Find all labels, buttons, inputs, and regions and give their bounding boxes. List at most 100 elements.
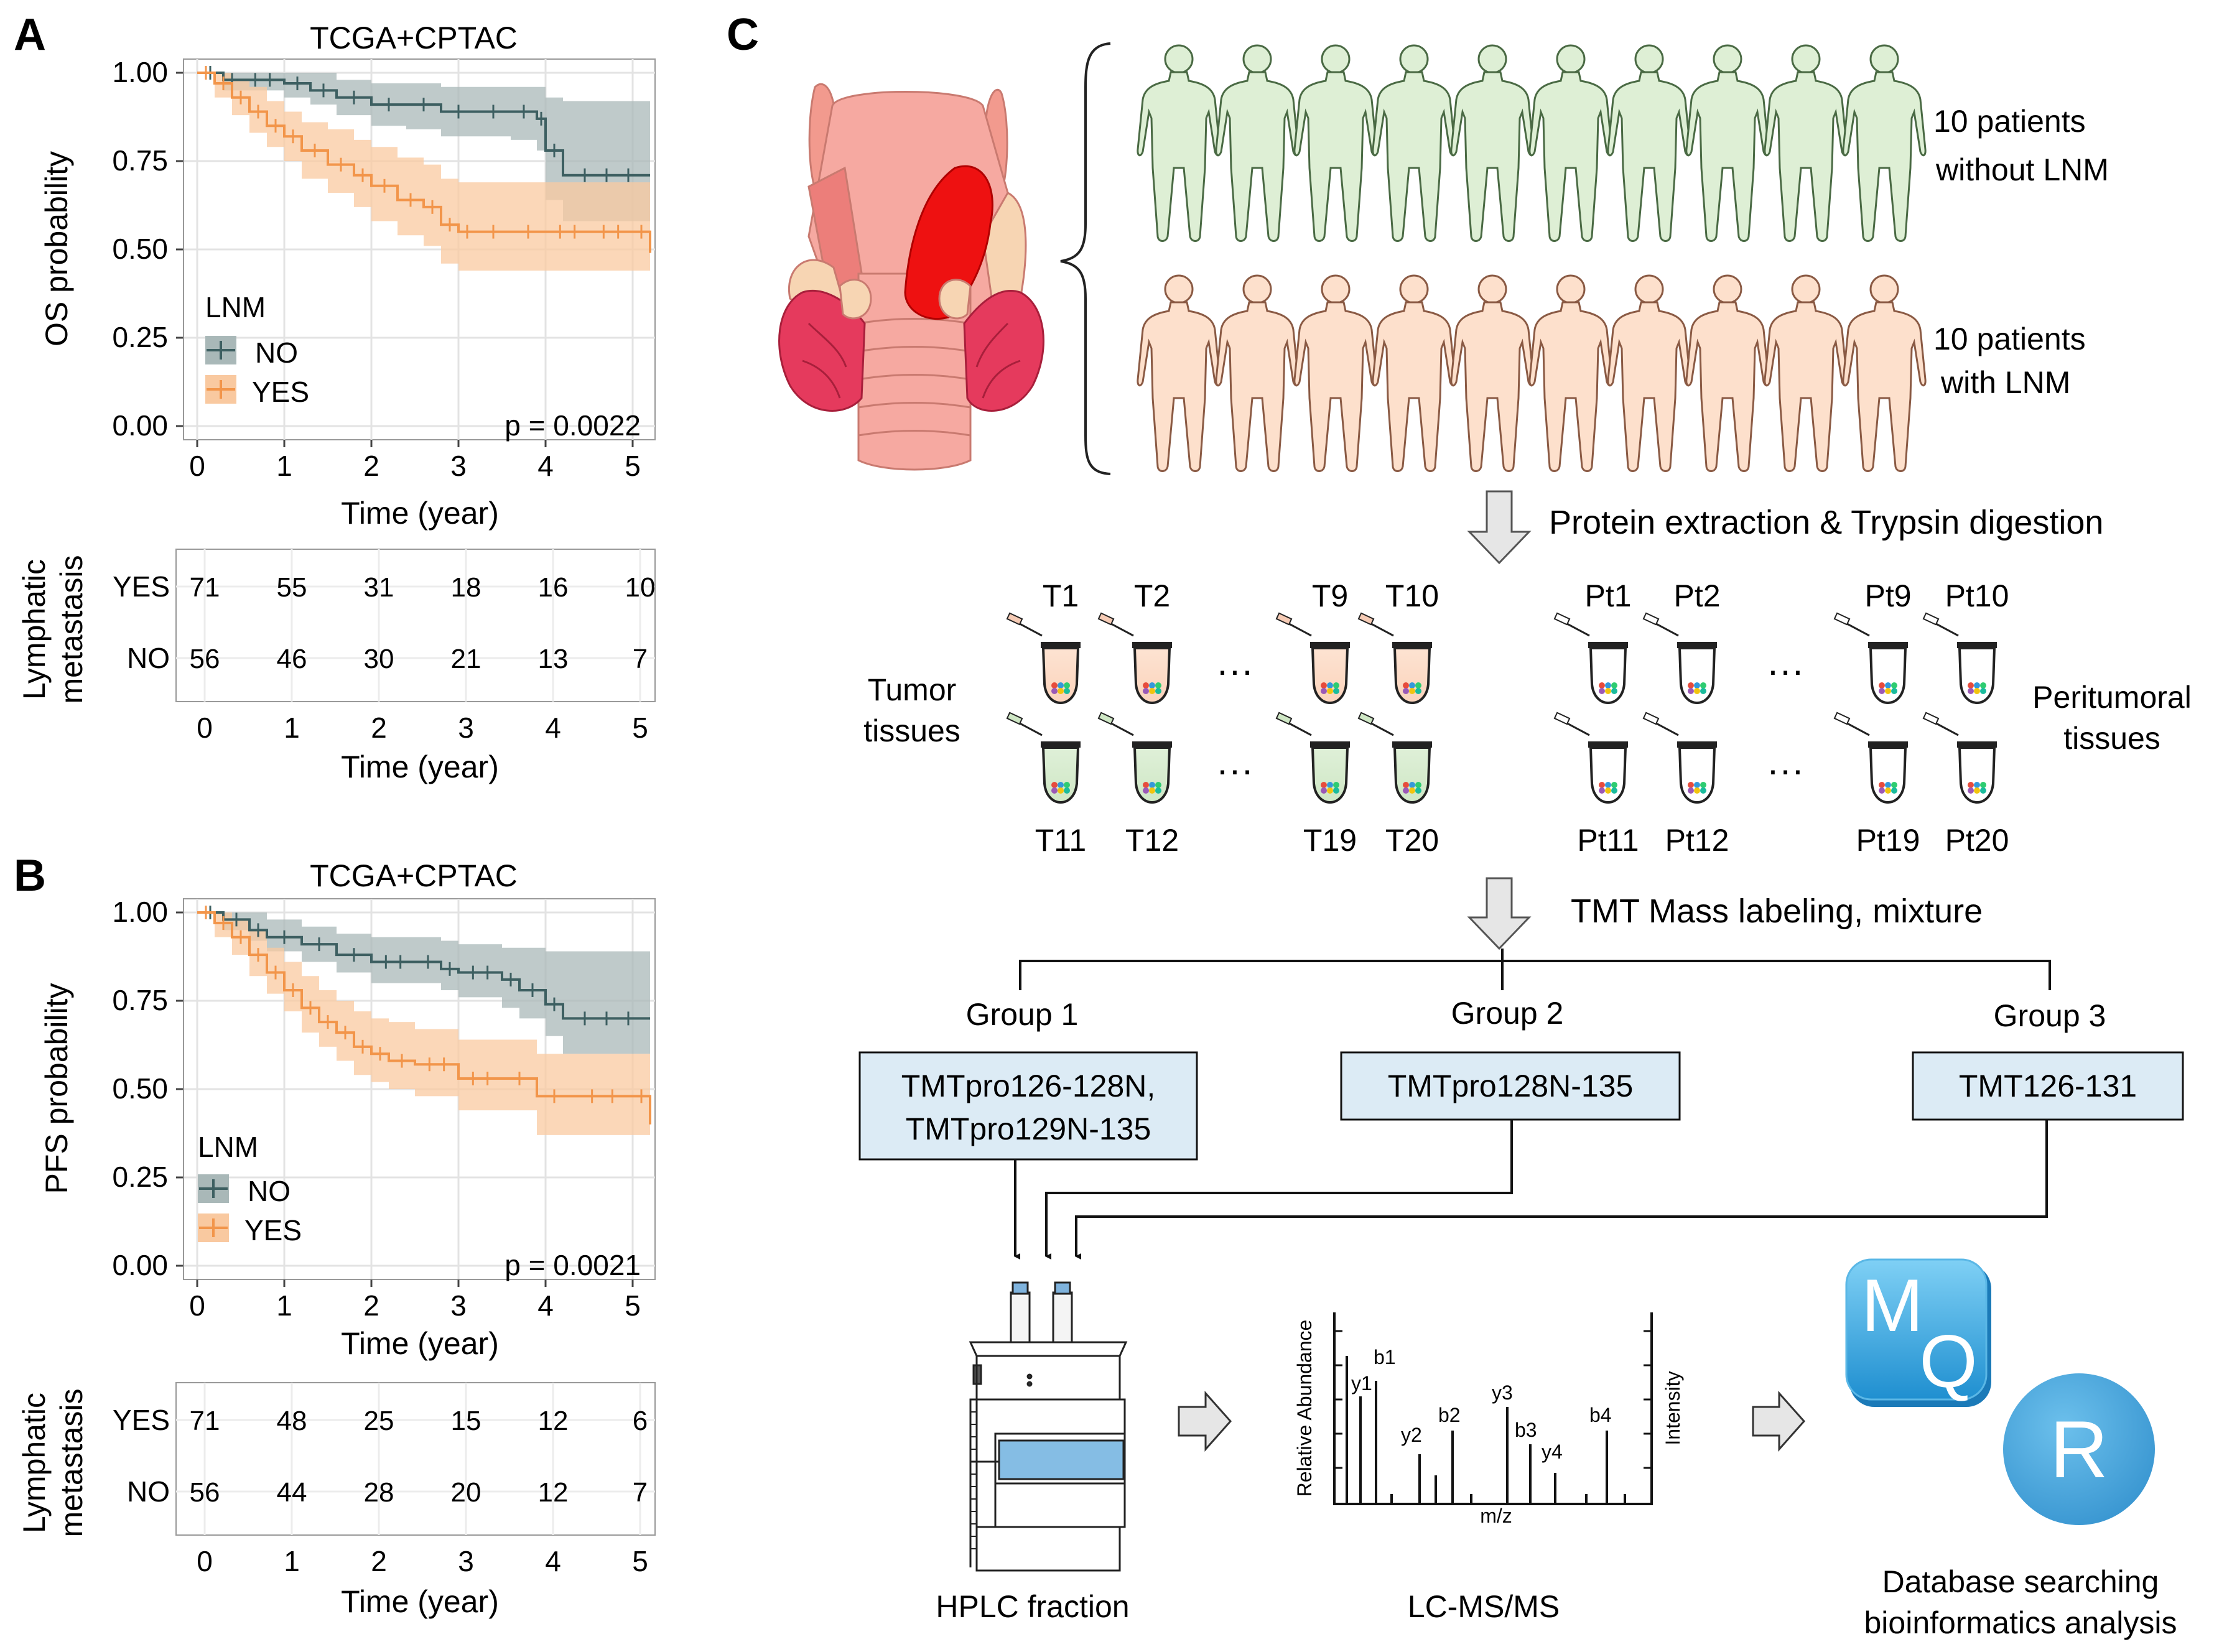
- sample-tube: T12: [1097, 712, 1179, 858]
- peri-label-2: tissues: [2063, 721, 2160, 756]
- risk-x-tick-3: 3: [458, 712, 474, 744]
- tube-label: Pt12: [1665, 823, 1729, 858]
- x-tick-1: 1: [276, 450, 292, 482]
- patient-figure: [1137, 274, 1221, 472]
- y-tick-1: 0.25: [112, 321, 168, 353]
- y-tick-3: 0.75: [112, 144, 168, 177]
- flow-arrow-lcms-db: [1752, 1391, 1806, 1452]
- step-arrow-2: [1467, 877, 1532, 950]
- risk-x-tick-2: 2: [371, 712, 387, 744]
- band-no: [197, 73, 650, 221]
- pvalue-a: p = 0.0022: [505, 409, 641, 442]
- panel-letter-c: C: [727, 10, 759, 60]
- risk-x-tick-4: 4: [545, 1545, 561, 1577]
- hplc-label: HPLC fraction: [936, 1589, 1129, 1624]
- risk-cell: 12: [538, 1406, 569, 1436]
- km-title-b: TCGA+CPTAC: [310, 858, 518, 893]
- risk-cell: 46: [277, 644, 307, 674]
- y-tick-0: 0.00: [112, 409, 168, 442]
- flow-arrow-hplc-lcms: [1178, 1391, 1232, 1452]
- risk-xlabel-b: Time (year): [341, 1584, 499, 1619]
- r-logo: R: [2003, 1373, 2155, 1525]
- patient-figure: [1372, 44, 1456, 242]
- spectrum-ylabel-right: Intensity: [1662, 1371, 1684, 1445]
- sample-tube: Pt1: [1553, 578, 1632, 704]
- patient-figure: [1372, 274, 1456, 472]
- tube-label: T10: [1385, 578, 1439, 613]
- band-yes: [197, 73, 650, 299]
- curve-no: [197, 911, 650, 1020]
- group1-box-line2: TMTpro129N-135: [906, 1111, 1151, 1146]
- risk-cell: 6: [633, 1406, 648, 1436]
- peri-label-1: Peritumoral: [2032, 680, 2192, 715]
- patient-figure: [1450, 44, 1535, 242]
- risk-cell: 56: [190, 644, 220, 674]
- x-tick-0: 0: [189, 450, 205, 482]
- group3-box-text: TMT126-131: [1959, 1069, 2137, 1103]
- patient-figure: [1137, 44, 1221, 242]
- group3-label: Group 3: [1994, 998, 2106, 1033]
- risk-x-tick-1: 1: [284, 1545, 300, 1577]
- risk-table-b: [175, 1382, 656, 1536]
- tube-label: Pt9: [1864, 578, 1911, 613]
- y-tick-4: 1.00: [112, 896, 168, 928]
- risk-cell: 56: [190, 1477, 220, 1508]
- patient-figure: [1607, 44, 1691, 242]
- peak-label-y4: y4: [1542, 1441, 1563, 1463]
- sample-tube: Pt12: [1642, 712, 1729, 858]
- pvalue-b: p = 0.0021: [505, 1249, 641, 1281]
- peak-label-y1: y1: [1351, 1372, 1372, 1394]
- risk-cell: 25: [364, 1406, 394, 1436]
- x-tick-1: 1: [276, 1289, 292, 1322]
- ellipsis-3: ···: [1767, 649, 1804, 691]
- km-legend-a: LNM NO YES: [205, 291, 309, 408]
- patient-figure: [1215, 44, 1300, 242]
- risk-x-tick-5: 5: [632, 1545, 648, 1577]
- risk-xlabel-a: Time (year): [341, 749, 499, 784]
- risk-cell: 21: [451, 644, 481, 674]
- group1-box: [858, 1051, 1198, 1161]
- band-no: [197, 912, 650, 1054]
- risk-row-label-no: NO: [127, 1475, 170, 1508]
- km-curves-b: [197, 906, 651, 1125]
- db-label-2: bioinformatics analysis: [1864, 1605, 2177, 1640]
- legend-title-a: LNM: [205, 291, 266, 323]
- risk-x-tick-4: 4: [545, 712, 561, 744]
- spectrum-ylabel: Relative Abundance: [1293, 1320, 1316, 1497]
- sample-tube: T2: [1097, 578, 1172, 704]
- tube-label: Pt1: [1584, 578, 1631, 613]
- patients-no-lnm-line1: 10 patients: [1933, 104, 2086, 139]
- tube-label: Pt19: [1856, 823, 1920, 858]
- tube-label: T9: [1312, 578, 1348, 613]
- risk-cell: 28: [364, 1477, 394, 1508]
- x-tick-0: 0: [189, 1289, 205, 1322]
- risk-cell: 7: [633, 1477, 648, 1508]
- x-tick-3: 3: [450, 450, 467, 482]
- patients-with-lnm: [1137, 274, 1927, 472]
- x-tick-2: 2: [363, 1289, 379, 1322]
- km-confidence-bands-b: [197, 912, 650, 1174]
- risk-cell: 71: [190, 572, 220, 603]
- risk-ylabel-b-1: Lymphatic: [17, 1393, 52, 1533]
- x-tick-4: 4: [537, 450, 554, 482]
- km-legend-b: LNM NO YES: [198, 1131, 302, 1246]
- x-tick-5: 5: [625, 1289, 641, 1322]
- patient-figure: [1685, 274, 1770, 472]
- risk-table-a: [175, 549, 656, 702]
- risk-cell: 18: [451, 572, 481, 603]
- km-title-a: TCGA+CPTAC: [310, 21, 518, 55]
- tumor-label-1: Tumor: [868, 672, 957, 707]
- risk-x-tick-0: 0: [197, 712, 213, 744]
- km-xlabel-a: Time (year): [341, 496, 499, 531]
- risk-cell: 7: [633, 644, 648, 674]
- patient-figure: [1685, 44, 1770, 242]
- legend-no-b: NO: [248, 1175, 291, 1207]
- cohort-brace: [1060, 42, 1111, 475]
- peak-label-y3: y3: [1492, 1381, 1513, 1404]
- ellipsis-2: ···: [1216, 749, 1253, 791]
- group2-label: Group 2: [1451, 996, 1564, 1031]
- peak-label-b1: b1: [1374, 1346, 1396, 1368]
